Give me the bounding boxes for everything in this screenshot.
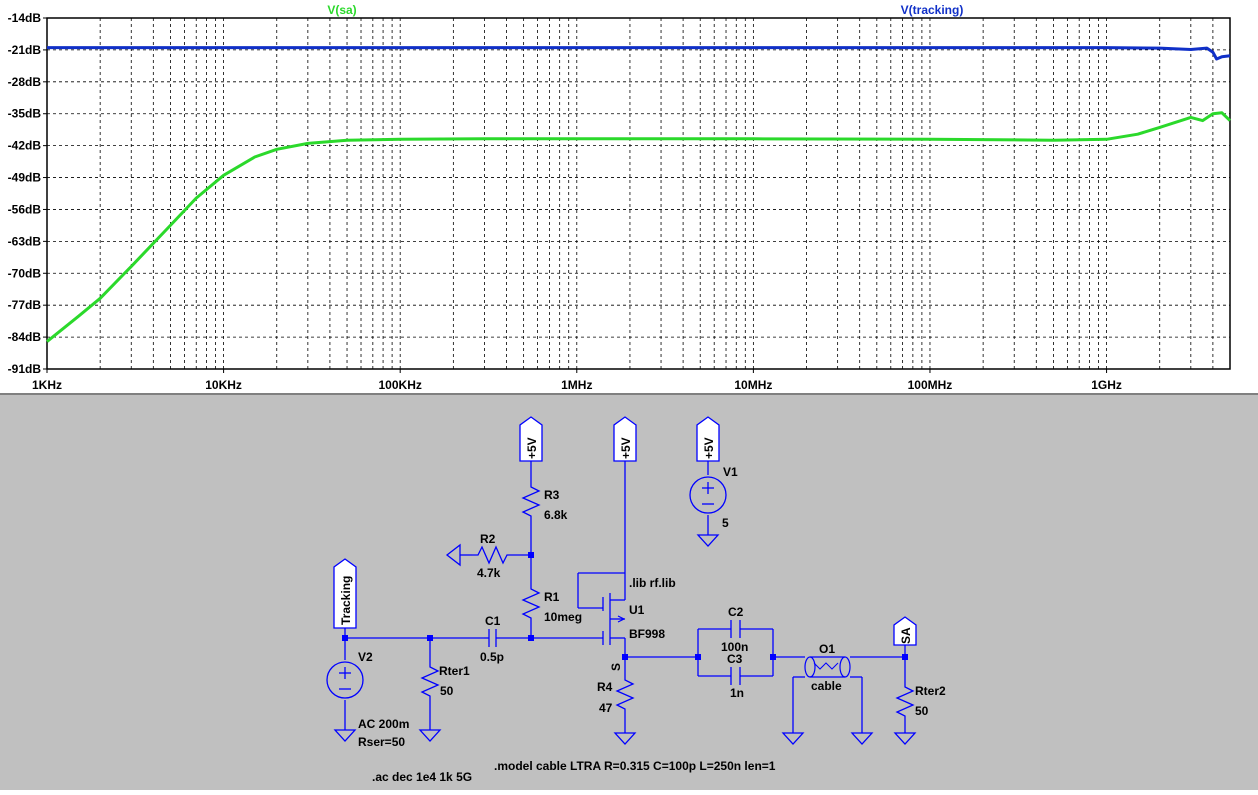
trace-v-tracking[interactable] xyxy=(47,46,1231,61)
c2-value: 100n xyxy=(721,640,748,654)
plot-traces xyxy=(46,46,1232,343)
plot-grid xyxy=(47,18,1231,369)
net-flag-vcc-drain[interactable]: +5V xyxy=(613,416,637,462)
wire-junctions xyxy=(342,552,908,660)
ground-v1 xyxy=(696,534,720,547)
r3-ref: R3 xyxy=(544,488,560,502)
ground-rter2 xyxy=(893,732,917,745)
spice-directive-lib[interactable]: .lib rf.lib xyxy=(629,576,676,590)
y-tick-label: -70dB xyxy=(8,266,42,280)
c3-value: 1n xyxy=(730,686,744,700)
transmission-line-o1[interactable]: O1 cable xyxy=(804,642,851,693)
y-tick-label: -63dB xyxy=(8,234,42,248)
u1-ref: U1 xyxy=(629,603,645,617)
y-tick-label: -49dB xyxy=(8,171,42,185)
ground-r4 xyxy=(613,732,637,745)
x-tick-label: 1GHz xyxy=(1091,378,1122,392)
r2-value: 4.7k xyxy=(477,566,501,580)
v2-value-line1: AC 200m xyxy=(358,717,409,731)
plot-area-frame xyxy=(46,17,1231,370)
net-flag-vcc-r3[interactable]: +5V xyxy=(519,416,543,462)
y-tick-label: -77dB xyxy=(8,298,42,312)
net-flag-vcc-drain-label: +5V xyxy=(619,437,633,459)
r3-value: 6.8k xyxy=(544,508,568,522)
resistor-rter1[interactable]: Rter1 50 xyxy=(420,660,470,705)
v2-value-line2: Rser=50 xyxy=(358,735,405,749)
net-flag-vcc-v1-label: +5V xyxy=(702,437,716,459)
ground-symbols xyxy=(333,534,917,745)
trace-label-v-tracking[interactable]: V(tracking) xyxy=(901,3,964,17)
c2-ref: C2 xyxy=(728,605,744,619)
rter1-value: 50 xyxy=(440,684,454,698)
o1-ref: O1 xyxy=(819,642,835,656)
x-tick-label: 100MHz xyxy=(908,378,953,392)
ground-rter1 xyxy=(418,729,442,742)
ground-v2 xyxy=(333,729,357,742)
resistor-r3[interactable]: R3 6.8k xyxy=(521,480,568,525)
r4-ref: R4 xyxy=(597,680,613,694)
resistor-r1[interactable]: R1 10meg xyxy=(521,582,582,627)
u1-value: BF998 xyxy=(629,627,665,641)
v1-ref: V1 xyxy=(723,465,738,479)
pane-divider[interactable] xyxy=(0,393,1258,396)
waveform-plot[interactable]: -14dB -21dB -28dB -35dB -42dB -49dB -56dB -63dB… xyxy=(0,0,1258,395)
schematic-canvas[interactable]: +5V +5V +5V Tracking SA xyxy=(0,395,1258,790)
o1-value: cable xyxy=(811,679,842,693)
spice-directive-model[interactable]: .model cable LTRA R=0.315 C=100p L=250n … xyxy=(494,759,776,773)
x-tick-label: 1MHz xyxy=(561,378,592,392)
capacitor-c2[interactable]: C2 100n xyxy=(721,605,748,654)
net-flag-tracking[interactable]: Tracking xyxy=(333,558,357,629)
x-tick-label: 100KHz xyxy=(379,378,422,392)
y-tick-label: -91dB xyxy=(8,362,42,376)
net-flag-sa-label: SA xyxy=(899,627,913,644)
resistor-rter2[interactable]: Rter2 50 xyxy=(895,680,946,720)
y-tick-label: -28dB xyxy=(8,75,42,89)
voltage-source-v1[interactable]: V1 5 xyxy=(689,465,738,530)
r1-value: 10meg xyxy=(544,610,582,624)
ground-cable-in xyxy=(781,732,805,745)
y-tick-label: -84dB xyxy=(8,330,42,344)
x-tick-label: 10MHz xyxy=(734,378,772,392)
net-flag-vcc-v1[interactable]: +5V xyxy=(696,416,720,462)
c3-ref: C3 xyxy=(727,652,743,666)
rter2-value: 50 xyxy=(915,704,929,718)
capacitor-c3[interactable]: C3 1n xyxy=(727,652,744,700)
rter1-ref: Rter1 xyxy=(439,664,470,678)
spice-directive-analysis[interactable]: .ac dec 1e4 1k 5G xyxy=(372,770,472,784)
r2-ref: R2 xyxy=(480,532,496,546)
trace-label-v-sa[interactable]: V(sa) xyxy=(327,3,356,17)
c1-ref: C1 xyxy=(485,614,501,628)
resistor-r2[interactable]: R2 4.7k xyxy=(472,532,510,580)
u1-source-pin-label: S xyxy=(609,663,623,671)
trace-v-sa[interactable] xyxy=(46,111,1232,343)
capacitor-c1[interactable]: C1 0.5p xyxy=(480,614,504,664)
waveform-plot-pane[interactable]: -14dB -21dB -28dB -35dB -42dB -49dB -56dB -63dB… xyxy=(0,0,1258,395)
schematic-pane[interactable]: +5V +5V +5V Tracking SA xyxy=(0,395,1258,790)
net-flag-vcc-r3-label: +5V xyxy=(525,437,539,459)
x-axis-ticks: 1KHz 10KHz 100KHz 1MHz 10MHz 100MHz 1GHz xyxy=(32,369,1122,392)
v1-value: 5 xyxy=(722,516,729,530)
r1-ref: R1 xyxy=(544,590,560,604)
ground-r2 xyxy=(445,543,461,567)
r4-value: 47 xyxy=(599,701,613,715)
v2-ref: V2 xyxy=(358,650,373,664)
c1-value: 0.5p xyxy=(480,650,504,664)
x-tick-label: 1KHz xyxy=(32,378,62,392)
rter2-ref: Rter2 xyxy=(915,684,946,698)
voltage-source-v2[interactable]: V2 AC 200m Rser=50 xyxy=(326,650,409,749)
schematic-wires xyxy=(344,460,906,733)
y-tick-label: -21dB xyxy=(8,43,42,57)
y-tick-label: -35dB xyxy=(8,107,42,121)
x-tick-label: 10KHz xyxy=(205,378,242,392)
y-tick-label: -42dB xyxy=(8,139,42,153)
resistor-r4[interactable]: R4 47 xyxy=(597,673,635,718)
y-tick-label: -14dB xyxy=(8,11,42,25)
y-axis-ticks: -14dB -21dB -28dB -35dB -42dB -49dB -56dB -63dB… xyxy=(8,11,47,376)
ground-cable-out xyxy=(850,732,874,745)
net-flag-tracking-label: Tracking xyxy=(339,576,353,625)
y-tick-label: -56dB xyxy=(8,202,42,216)
mosfet-u1[interactable]: U1 BF998 S xyxy=(602,593,665,671)
net-flag-sa[interactable]: SA xyxy=(893,616,917,646)
